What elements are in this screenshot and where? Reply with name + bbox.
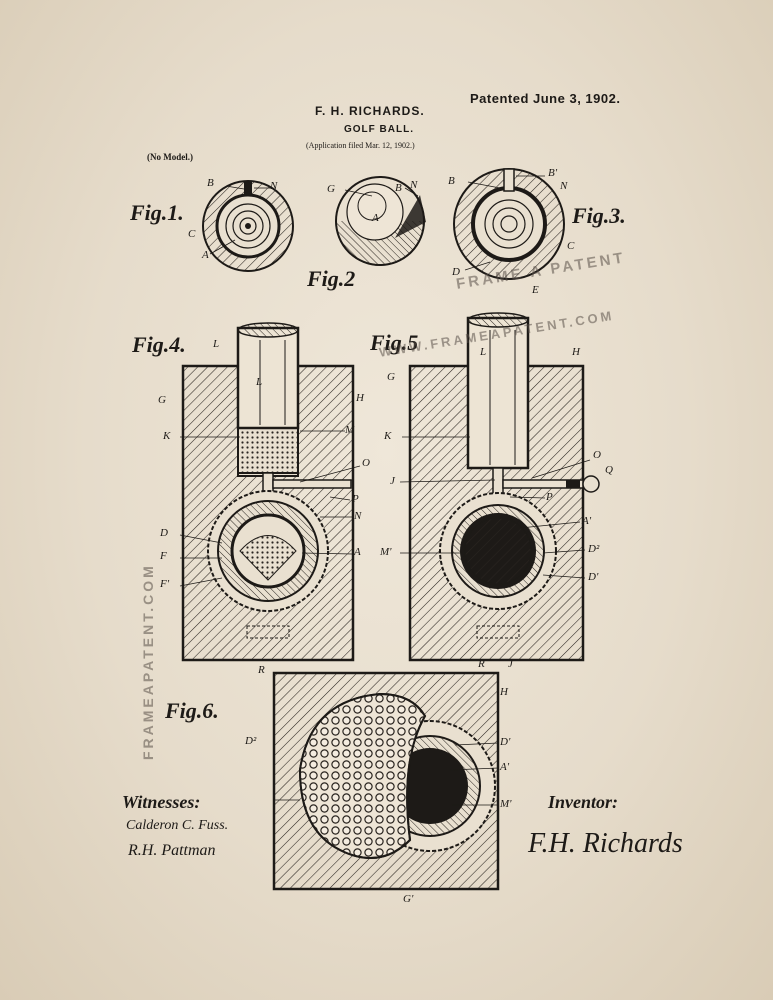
ref-label-p: P — [546, 491, 553, 503]
watermark-vertical: FRAMEAPATENT.COM — [140, 563, 156, 760]
ref-label-h: H — [356, 392, 364, 404]
ref-label-l: L — [480, 346, 487, 358]
ref-label-b: B — [395, 182, 402, 194]
patent-title: GOLF BALL. — [344, 124, 414, 135]
ref-label-m: M — [345, 424, 355, 436]
fig6-label: Fig.6. — [165, 698, 219, 723]
ref-label-c: C — [188, 228, 196, 240]
ref-label-b: B — [448, 175, 455, 187]
ref-label-l: L — [213, 338, 220, 350]
fig2-drawing — [335, 176, 426, 266]
ref-label-r: R — [258, 664, 265, 676]
ref-label-o: O — [593, 449, 601, 461]
ref-label-j: J — [508, 658, 513, 670]
fig4-drawing — [181, 322, 355, 662]
ref-label-q: Q — [605, 464, 613, 476]
ref-label-d-squared: D² — [588, 543, 600, 555]
witnesses-heading: Witnesses: — [122, 792, 201, 812]
fig2-label: Fig.2 — [307, 266, 356, 291]
ref-label-a-prime: A' — [582, 515, 592, 527]
ref-label-d: D — [160, 527, 168, 539]
ref-label-n: N — [560, 180, 568, 192]
fig6-drawing — [272, 671, 500, 891]
ref-label-h: H — [572, 346, 580, 358]
ref-label-n: N — [354, 510, 362, 522]
ref-label-g: G — [387, 371, 395, 383]
ref-label-e: E — [532, 284, 539, 296]
inventor-signature: F.H. Richards — [528, 828, 683, 859]
inventor-heading: Inventor: — [548, 792, 619, 812]
fig1-drawing — [202, 180, 294, 272]
ref-label-f-prime: F' — [160, 578, 170, 590]
ref-label-n: N — [410, 179, 418, 191]
ref-label-k: K — [384, 430, 392, 442]
witness-signature-2: R.H. Pattman — [128, 842, 216, 859]
ref-label-h: H — [500, 686, 508, 698]
ref-label-d: D — [452, 266, 460, 278]
fig3-label: Fig.3. — [572, 203, 626, 228]
fig3-drawing — [453, 168, 565, 280]
ref-label-k: K — [163, 430, 171, 442]
patented-date: Patented June 3, 1902. — [470, 91, 621, 106]
ref-label-f: F — [160, 550, 167, 562]
witness-signature-1: Calderon C. Fuss. — [126, 818, 229, 833]
ref-label-b-prime: B' — [548, 167, 558, 179]
ref-label-d-prime: D' — [500, 736, 511, 748]
no-model-note: (No Model.) — [147, 152, 193, 162]
ref-label-m-prime: M' — [500, 798, 512, 810]
ref-label-c: C — [567, 240, 575, 252]
ref-label-a: A — [202, 249, 209, 261]
ref-label-a: A — [354, 546, 361, 558]
ref-label-m-prime: M' — [380, 546, 392, 558]
fig4-label: Fig.4. — [132, 332, 186, 357]
ref-label-d-prime: D' — [588, 571, 599, 583]
ref-label-r: R — [478, 658, 485, 670]
application-date: (Application filed Mar. 12, 1902.) — [306, 141, 415, 150]
ref-label-g-prime: G' — [403, 893, 414, 905]
ref-label-l: L — [256, 376, 263, 388]
ref-label-g: G — [158, 394, 166, 406]
ref-label-b: B — [207, 177, 214, 189]
ref-label-d-squared: D² — [245, 735, 257, 747]
patent-inventor-heading: F. H. RICHARDS. — [315, 104, 425, 118]
fig5-label: Fig.5 — [370, 330, 419, 355]
ref-label-o: O — [362, 457, 370, 469]
ref-label-g: G — [327, 183, 335, 195]
fig1-label: Fig.1. — [130, 200, 184, 225]
ref-label-a: A — [372, 212, 379, 224]
ref-label-n: N — [270, 180, 278, 192]
ref-label-j: J — [390, 475, 395, 487]
ref-label-p: P — [352, 493, 359, 505]
ref-label-a-prime: A' — [500, 761, 510, 773]
fig5-drawing — [408, 312, 600, 662]
